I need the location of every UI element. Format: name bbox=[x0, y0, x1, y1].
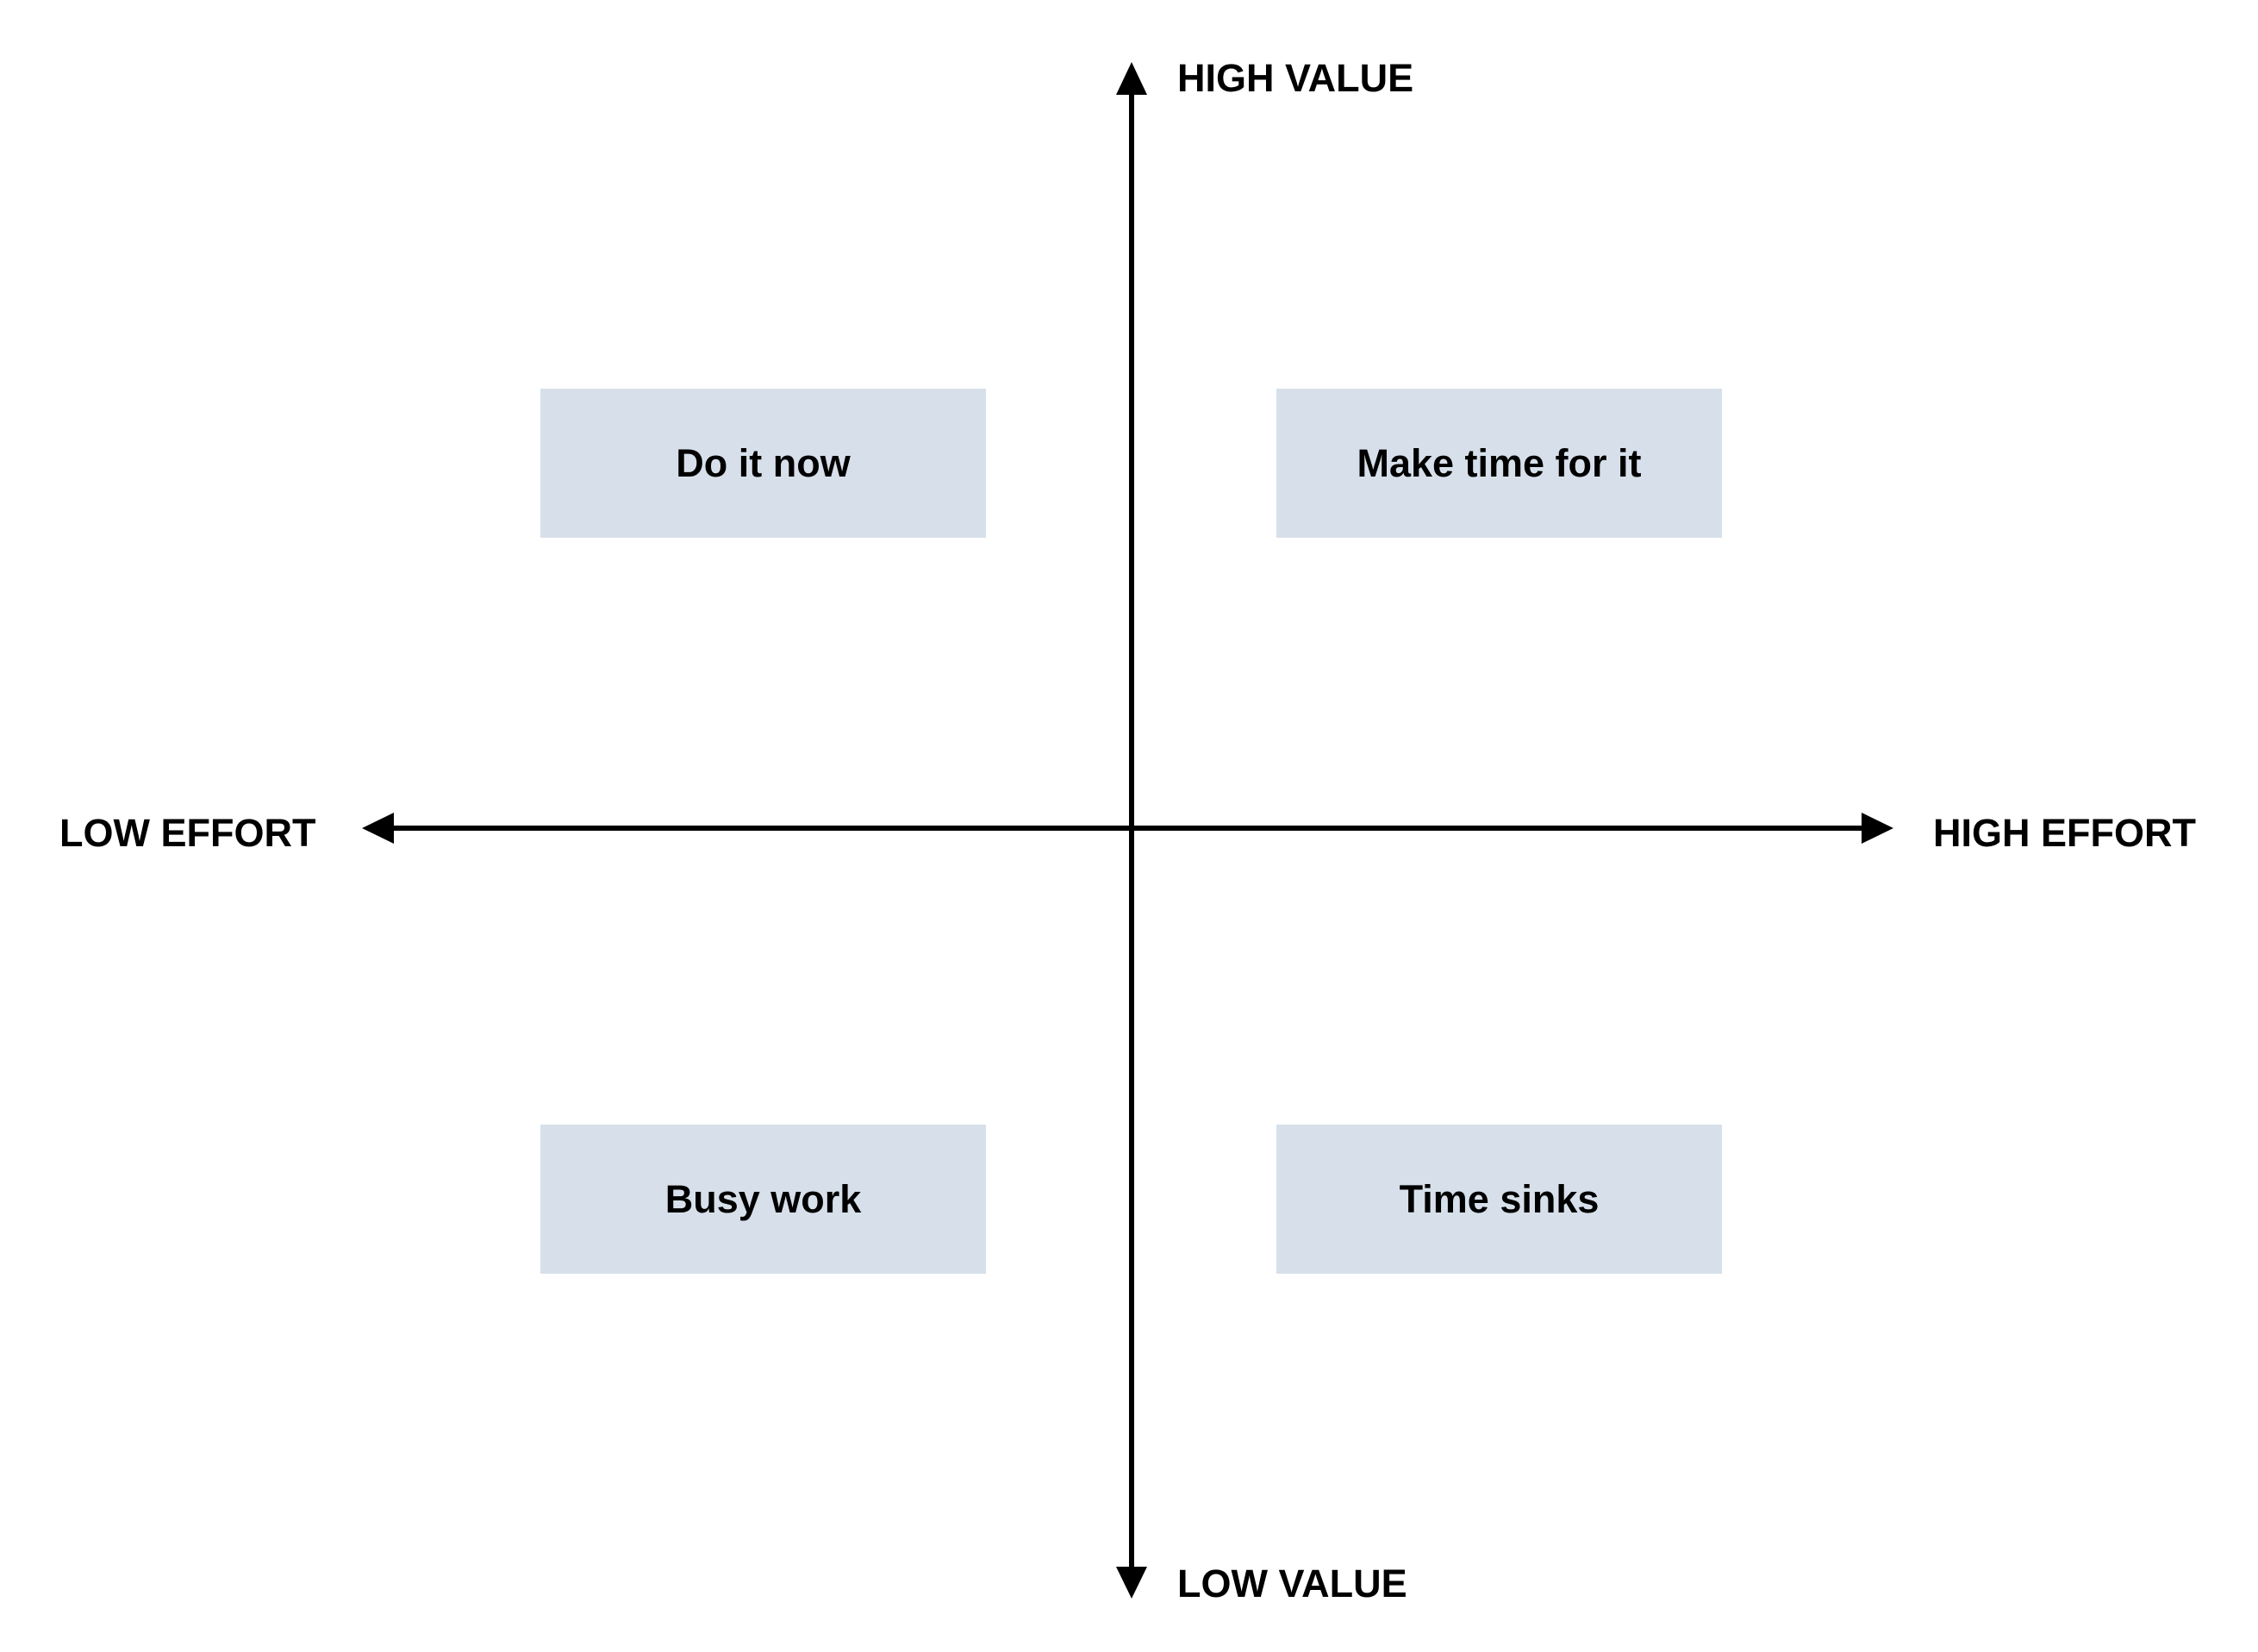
low-value-label: LOW VALUE bbox=[1177, 1562, 1407, 1605]
left-arrow-icon bbox=[362, 813, 394, 844]
quadrant-label: Make time for it bbox=[1357, 441, 1642, 485]
low-effort-label: LOW EFFORT bbox=[59, 811, 316, 855]
quadrant-box-make-time-for-it: Make time for it bbox=[1276, 389, 1722, 538]
quadrant-label: Do it now bbox=[676, 441, 851, 485]
high-effort-label: HIGH EFFORT bbox=[1933, 811, 2196, 855]
quadrant-label: Busy work bbox=[664, 1177, 862, 1221]
quadrant-box-do-it-now: Do it now bbox=[540, 389, 986, 538]
down-arrow-icon bbox=[1116, 1567, 1147, 1599]
right-arrow-icon bbox=[1862, 813, 1893, 844]
quadrant-box-time-sinks: Time sinks bbox=[1276, 1125, 1722, 1274]
high-value-label: HIGH VALUE bbox=[1177, 56, 1414, 100]
quadrant-box-busy-work: Busy work bbox=[540, 1125, 986, 1274]
quadrant-label: Time sinks bbox=[1399, 1177, 1600, 1221]
up-arrow-icon bbox=[1116, 62, 1147, 95]
